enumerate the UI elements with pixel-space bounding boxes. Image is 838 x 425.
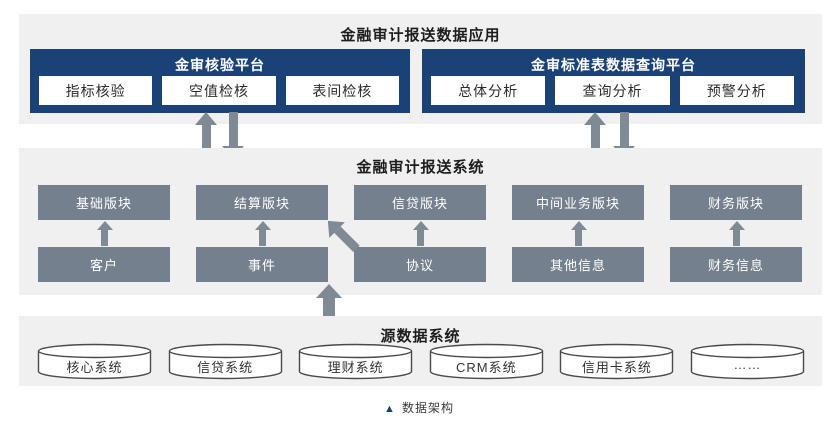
null-check-box: 空值检核 [162, 76, 276, 105]
event-to-settlement-arrow [254, 221, 271, 246]
module-row: 基础版块 结算版块 信贷版块 中间业务版块 财务版块 [38, 185, 802, 220]
application-band-title: 金融审计报送数据应用 [340, 27, 501, 44]
database-cylinder-icon [37, 343, 152, 380]
flow-up-arrow-left [195, 112, 217, 159]
overall-analysis-box: 总体分析 [431, 76, 546, 105]
reporting-system-band: 金融审计报送系统 基础版块 结算版块 信贷版块 中间业务版块 财务版块 客户 事… [19, 148, 822, 295]
database-label: 核心系统 [66, 360, 123, 375]
other-info-box: 其他信息 [512, 247, 644, 282]
reporting-system-title: 金融审计报送系统 [356, 159, 485, 176]
caption-triangle-icon: ▲ [384, 403, 395, 415]
database-label: 信用卡系统 [581, 360, 652, 375]
database-label: …… [733, 357, 762, 372]
agreement-box: 协议 [354, 247, 486, 282]
query-platform-title: 金审标准表数据查询平台 [531, 57, 696, 73]
other-systems-database: …… [690, 343, 805, 381]
query-platform-buttons: 总体分析 查询分析 预警分析 [431, 76, 794, 105]
figure-caption: ▲ 数据架构 [0, 399, 838, 416]
database-cylinder-icon [168, 343, 282, 380]
application-band: 金融审计报送数据应用 金审核验平台 指标核验 空值检核 表间检核 金审标准表数据… [19, 14, 822, 124]
financeinfo-to-finance-arrow [728, 221, 745, 246]
core-system-database: 核心系统 [37, 343, 152, 381]
customer-to-basic-arrow [96, 221, 113, 246]
database-cylinder-icon [690, 343, 805, 380]
database-cylinder-icon [298, 343, 413, 380]
wealth-system-database: 理财系统 [298, 343, 413, 381]
database-cylinder-icon [429, 343, 543, 380]
database-label: 理财系统 [327, 360, 384, 375]
intermediate-business-module-box: 中间业务版块 [512, 185, 644, 220]
flow-up-arrow-right [584, 112, 606, 159]
database-label: CRM系统 [455, 360, 517, 375]
credit-system-database: 信贷系统 [168, 343, 283, 381]
verification-platform-title: 金审核验平台 [175, 57, 265, 73]
indicator-check-box: 指标核验 [39, 76, 153, 105]
finance-module-box: 财务版块 [670, 185, 802, 220]
source-data-title: 源数据系统 [380, 328, 461, 345]
settlement-module-box: 结算版块 [196, 185, 328, 220]
database-label: 信贷系统 [197, 360, 254, 375]
database-cylinder-icon [560, 343, 674, 380]
verification-platform-buttons: 指标核验 空值检核 表间检核 [39, 76, 399, 105]
info-row: 客户 事件 协议 其他信息 财务信息 [38, 247, 802, 282]
verification-platform-panel: 金审核验平台 指标核验 空值检核 表间检核 [30, 49, 410, 113]
database-row: 核心系统 信贷系统 理财系统 [37, 343, 805, 381]
otherinfo-to-intermediate-arrow [570, 221, 587, 246]
credit-module-box: 信贷版块 [354, 185, 486, 220]
crm-system-database: CRM系统 [429, 343, 544, 381]
event-box: 事件 [196, 247, 328, 282]
agreement-to-credit-arrow [412, 221, 429, 246]
warning-analysis-box: 预警分析 [679, 76, 794, 105]
query-analysis-box: 查询分析 [555, 76, 670, 105]
customer-box: 客户 [38, 247, 170, 282]
cross-table-check-box: 表间检核 [285, 76, 399, 105]
caption-text: 数据架构 [401, 401, 454, 415]
source-data-band: 源数据系统 核心系统 信贷系统 [19, 316, 822, 386]
basic-module-box: 基础版块 [38, 185, 170, 220]
creditcard-system-database: 信用卡系统 [559, 343, 674, 381]
query-platform-panel: 金审标准表数据查询平台 总体分析 查询分析 预警分析 [422, 49, 805, 113]
finance-info-box: 财务信息 [670, 247, 802, 282]
